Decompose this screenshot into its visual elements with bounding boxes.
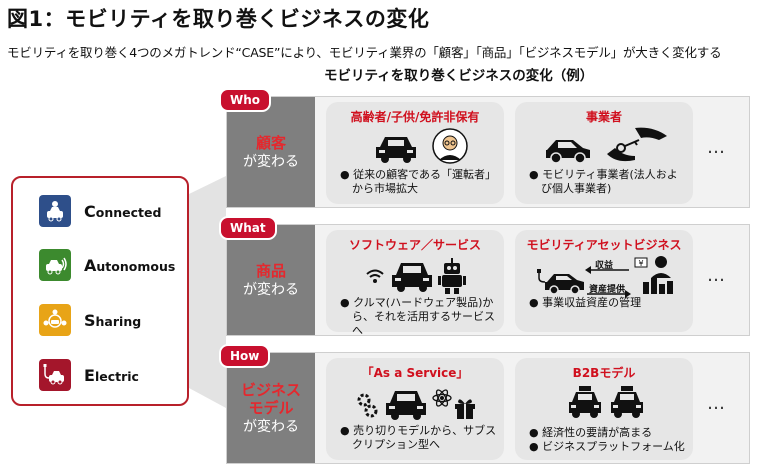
- case-initial: C: [84, 201, 96, 221]
- card-title: 事業者: [585, 110, 622, 124]
- row-label: ビジネス モデル が変わる: [227, 353, 315, 463]
- card-title: ソフトウェア／サービス: [348, 238, 481, 252]
- card-asset-business: モビリティアセットビジネス 収益 資産提供 ¥ ● 事業収益資産の管理: [515, 230, 693, 332]
- card-bullets: ● 事業収益資産の管理: [529, 296, 687, 310]
- card-bullets: ● モビリティ事業者(法人および個人事業者): [529, 168, 687, 196]
- atom-icon: [432, 389, 452, 407]
- card-bullets: ● クルマ(ハードウェア製品)から、それを活用するサービスへ: [340, 296, 498, 338]
- case-item-electric: Electric: [39, 358, 139, 392]
- card-bullets: ● 経済性の要請が高まる ● ビジネスプラットフォーム化: [529, 426, 687, 454]
- row-tag: What: [219, 216, 277, 240]
- taxi-icon: [569, 386, 601, 418]
- revenue-label: 収益: [595, 261, 614, 271]
- svg-text:¥: ¥: [638, 259, 643, 268]
- case-trends-box: Connected Autonomous Sharing Electric: [11, 176, 189, 406]
- gears-icon: [357, 393, 378, 418]
- bullet-item: ● 従来の顧客である「運転者」から市場拡大: [340, 168, 496, 195]
- card-title: モビリティアセットビジネス: [526, 238, 682, 252]
- row-tag: How: [219, 344, 271, 368]
- card-b2b-model: B2Bモデル ● 経済性の要請が高まる ● ビジネスプラットフォーム化: [515, 358, 693, 460]
- case-rest: utonomous: [96, 258, 176, 274]
- bullet-item: ● 売り切りモデルから、サブスクリプション型へ: [340, 424, 497, 451]
- row-tag: Who: [219, 88, 272, 112]
- card-software-service: ソフトウェア／サービス ● クルマ(ハードウェア製品)から、それを活用するサービ…: [326, 230, 504, 337]
- page-title: 図1：モビリティを取り巻くビジネスの変化: [7, 7, 430, 31]
- bullet-item: ● 経済性の要請が高まる: [529, 426, 653, 439]
- bullet-item: ● ビジネスプラットフォーム化: [529, 440, 685, 453]
- card-title: 「As a Service」: [361, 366, 469, 380]
- row-label: 商品 が変わる: [227, 225, 315, 335]
- more-ellipsis: …: [707, 265, 726, 286]
- bullet-item: ● クルマ(ハードウェア製品)から、それを活用するサービスへ: [340, 296, 495, 337]
- elderly-person-icon: [432, 128, 468, 164]
- connector-wedge: [189, 176, 226, 408]
- row-sub-label: が変わる: [243, 281, 299, 298]
- case-rest: haring: [95, 313, 142, 329]
- card-title: B2Bモデル: [572, 366, 636, 380]
- revenue-flow-icon: [585, 266, 631, 298]
- card-title: 高齢者/子供/免許非保有: [350, 110, 480, 124]
- key-handover-icon: [607, 127, 667, 162]
- taxi-icon: [611, 386, 643, 418]
- sharing-icon: [39, 304, 71, 336]
- card-bullets: ● 売り切りモデルから、サブスクリプション型へ: [340, 424, 498, 452]
- row-main-label: ビジネス モデル: [240, 380, 301, 417]
- case-rest: onnected: [95, 204, 162, 220]
- electric-car-icon: [39, 359, 71, 391]
- case-initial: A: [84, 255, 97, 275]
- row-main-label: 顧客: [255, 133, 286, 152]
- autonomous-car-icon: [39, 249, 71, 281]
- diagram-title: モビリティを取り巻くビジネスの変化（例）: [324, 68, 594, 84]
- row-sub-label: が変わる: [243, 153, 299, 170]
- case-item-connected: Connected: [39, 194, 161, 228]
- car-icon: [376, 137, 416, 163]
- connected-car-icon: [39, 195, 71, 227]
- case-rest: lectric: [94, 368, 139, 384]
- wifi-icon: [366, 269, 384, 283]
- gift-icon: [455, 399, 475, 419]
- more-ellipsis: …: [707, 393, 726, 414]
- ev-car-icon: [537, 269, 584, 295]
- case-item-sharing: Sharing: [39, 303, 141, 337]
- card-customers-elderly: 高齢者/子供/免許非保有 ● 従来の顧客である「運転者」から市場拡大: [326, 102, 504, 204]
- asset-provision-label: 資産提供: [589, 285, 626, 295]
- row-sub-label: が変わる: [243, 418, 299, 435]
- car-icon: [392, 263, 432, 292]
- case-item-autonomous: Autonomous: [39, 248, 175, 282]
- page-subtitle: モビリティを取り巻く4つのメガトレンド“CASE”により、モビリティ業界の「顧客…: [7, 45, 722, 60]
- bullet-item: ● モビリティ事業者(法人および個人事業者): [529, 168, 678, 195]
- robot-icon: [438, 258, 466, 294]
- car-icon: [546, 140, 590, 164]
- row-label: 顧客 が変わる: [227, 97, 315, 207]
- card-as-a-service: 「As a Service」 ● 売り切りモデルから、サブスクリプション型へ: [326, 358, 504, 460]
- card-bullets: ● 従来の顧客である「運転者」から市場拡大: [340, 168, 498, 196]
- more-ellipsis: …: [707, 137, 726, 158]
- case-initial: S: [84, 310, 96, 330]
- asset-provider-icon: ¥: [634, 256, 673, 294]
- row-main-label: 商品: [255, 261, 286, 280]
- row-what: 商品 が変わる What ソフトウェア／サービス ● クルマ(ハードウェア製品)…: [219, 216, 750, 337]
- bullet-item: ● 事業収益資産の管理: [529, 296, 642, 309]
- car-icon: [386, 391, 426, 420]
- card-customers-business: 事業者 ● モビリティ事業者(法人および個人事業者): [515, 102, 693, 204]
- row-who: 顧客 が変わる Who 高齢者/子供/免許非保有 ● 従来の顧客である「運転者」…: [219, 88, 750, 208]
- row-how: ビジネス モデル が変わる How 「As a Service」 ● 売り切りモ…: [219, 344, 750, 464]
- case-initial: E: [84, 365, 95, 385]
